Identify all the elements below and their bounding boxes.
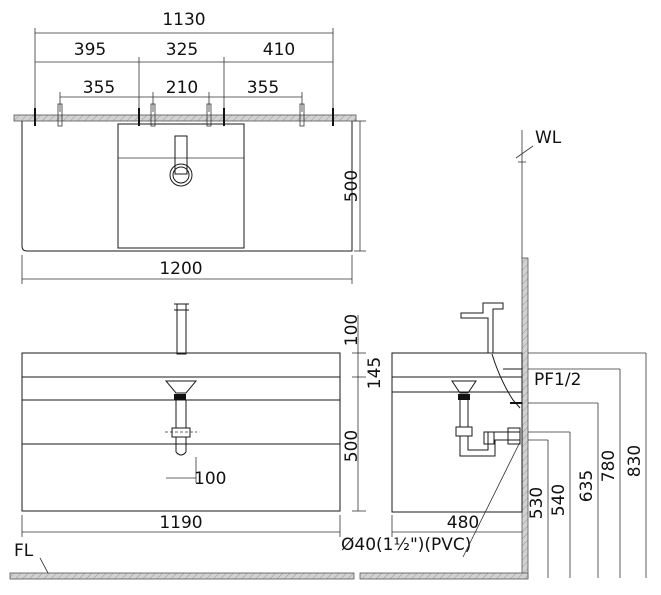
dim-635: 635 — [577, 470, 597, 502]
side-cabinet — [391, 352, 523, 513]
side-wall — [521, 257, 529, 579]
dim-500-front: 500 — [342, 430, 362, 462]
dim-100-drain: 100 — [194, 469, 226, 489]
plan-view: 1130 395 325 410 355 210 355 — [13, 10, 366, 284]
plan-cabinet-outline — [21, 121, 353, 252]
dim-1190: 1190 — [159, 513, 202, 533]
side-view: WL PF1/2 480 Ø40(1½")(PVC) — [341, 128, 647, 580]
dim-100-faucet: 100 — [342, 314, 362, 346]
wall-line-label: WL — [535, 128, 562, 148]
front-floor — [9, 572, 355, 580]
dim-540: 540 — [549, 484, 569, 516]
dim-210: 210 — [166, 78, 198, 98]
supply-hose — [491, 353, 521, 409]
dim-500-plan: 500 — [342, 170, 362, 202]
dim-355-right: 355 — [247, 78, 279, 98]
front-drain — [164, 380, 198, 394]
dim-1200: 1200 — [159, 259, 202, 279]
side-drain — [451, 380, 477, 394]
front-basin-top — [21, 352, 341, 378]
side-faucet — [460, 302, 504, 354]
dim-410: 410 — [263, 40, 295, 60]
height-dims — [528, 352, 647, 578]
supply-label: PF1/2 — [534, 370, 581, 390]
plan-drain-icon — [169, 163, 193, 187]
dim-780: 780 — [599, 450, 619, 482]
front-faucet — [176, 303, 187, 355]
dim-395: 395 — [74, 40, 106, 60]
dim-530: 530 — [527, 487, 547, 519]
front-view: 100 100 145 500 1190 FL — [9, 303, 385, 580]
dim-325: 325 — [166, 40, 198, 60]
dim-480: 480 — [447, 513, 479, 533]
screws — [57, 103, 305, 127]
dim-145: 145 — [365, 357, 385, 389]
drain-pipe-label: Ø40(1½")(PVC) — [341, 535, 471, 555]
dim-1130: 1130 — [162, 10, 205, 30]
plan-wall — [13, 114, 357, 122]
dim-830: 830 — [625, 445, 645, 477]
plan-faucet — [174, 135, 188, 175]
side-floor — [359, 572, 529, 580]
dim-355-left: 355 — [83, 78, 115, 98]
side-trap — [459, 436, 520, 457]
plan-basin — [117, 123, 245, 249]
floor-line-label: FL — [14, 541, 34, 561]
